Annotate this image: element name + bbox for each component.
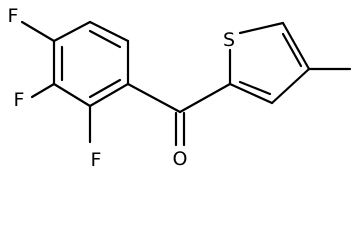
bond-ring-c1-c2 bbox=[88, 20, 130, 43]
fluorine-atom-middle: F bbox=[14, 89, 25, 111]
fluorine-atom-bottom: F bbox=[91, 149, 102, 171]
bond-thiophene-c5-c4 bbox=[281, 21, 311, 71]
bond-thiophene-double-1 bbox=[281, 32, 303, 68]
bond-thiophene-c4-c3 bbox=[270, 67, 311, 105]
oxygen-atom: O bbox=[173, 148, 188, 170]
bond-ring-c2-c3 bbox=[52, 20, 92, 43]
bond-thiophene-s-c5 bbox=[238, 21, 285, 35]
bond-ring-c5-c6 bbox=[88, 82, 130, 108]
bond-ring-double-1 bbox=[88, 29, 122, 49]
bond-c-f-middle bbox=[30, 82, 56, 99]
bond-thiophene-double-2 bbox=[238, 80, 272, 96]
bond-ring-to-carbonyl bbox=[126, 82, 182, 114]
benzene-ring bbox=[52, 20, 130, 108]
sulfur-atom: S bbox=[223, 29, 235, 51]
structure-canvas: F F F O S bbox=[8, 5, 352, 171]
thiophene-ring bbox=[228, 21, 311, 105]
bond-c-f-top bbox=[20, 20, 56, 43]
bond-carbonyl-to-thiophene bbox=[178, 82, 232, 114]
fluorine-atom-top: F bbox=[8, 5, 19, 27]
bond-thiophene-c3-c2 bbox=[228, 82, 274, 105]
bond-ring-double-3 bbox=[88, 78, 122, 99]
bond-ring-c4-c5 bbox=[52, 82, 92, 108]
molecule-diagram: F F F O S bbox=[8, 5, 352, 171]
